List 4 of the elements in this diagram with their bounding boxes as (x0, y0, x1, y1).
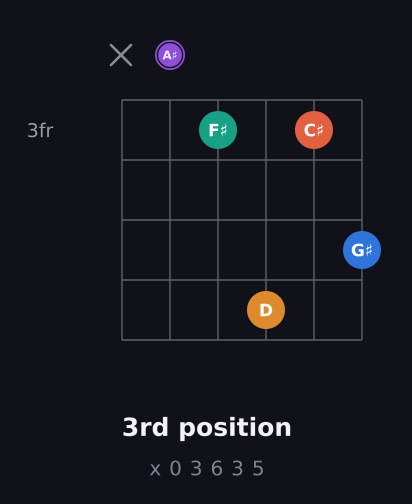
fret-label: 3fr (28, 122, 54, 138)
note-ring: A♯ (155, 40, 185, 70)
fingering-text: x 0 3 6 3 5 (150, 460, 263, 476)
chord-title: 3rd position (124, 416, 290, 442)
